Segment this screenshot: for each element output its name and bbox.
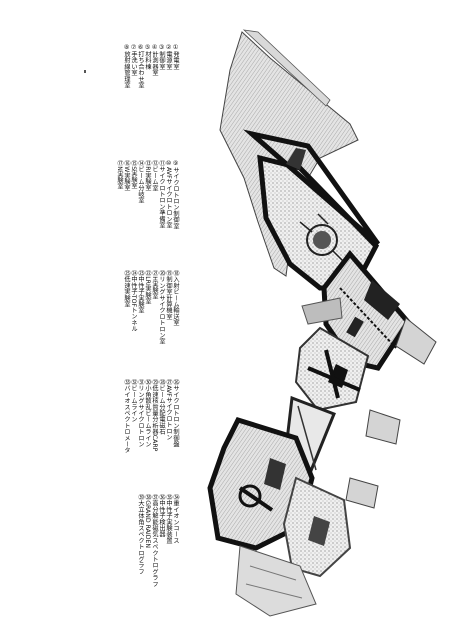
legend-item: ㉟中性子実験装置 [165,494,172,544]
legend-item: ㉓中性子実験室 [137,270,144,314]
legend-item: ⑩AVFサイクロトロン室 [165,160,172,229]
legend-item: ⑯W実験室 [123,160,130,191]
legend-item: ②電源室 [165,44,172,70]
legend-item: ⑦手洗い室 [130,44,137,76]
floor-plan-drawing [207,29,437,617]
legend-item: ⑲制御室計算機室 [165,270,172,320]
scan-speck [84,70,86,73]
legend-item: ㉘ビーム分配電磁石 [158,379,165,435]
legend-item: ⑭ビーム分岐室 [137,160,144,204]
legend-item: ⑱入射ビーム輸送室 [172,270,179,326]
bottom-annex [235,545,317,617]
legend-item: ④計測器室 [151,44,158,76]
legend-item: ㊴大立体角スペクトログラフ [137,494,144,575]
upper-wing [219,29,381,291]
legend-item: ①発電室 [172,44,179,70]
legend-item: ⑬RI実験室 [144,160,151,191]
legend-item: ⑫ビーム室 [151,160,158,191]
legend-item: ㉒LRI実験室 [144,270,151,305]
legend-item: ⑥打ち合わせ室 [137,44,144,89]
lower-wing [207,416,352,578]
legend-item: ㉛リングサイクロトロン [137,379,144,448]
legend-item: ㉕低速実験室 [123,270,130,308]
legend-item: ⑪サイクロトロン準備室 [158,160,165,229]
legend-item: ㊱中性子検出器 [158,494,165,538]
legend-item: ㉝バイオスペクトロメータ [123,379,130,454]
legend-item: ㉙低速核質量分析器CARP [151,379,158,452]
legend-item: ㉖サイクロトロン制御盤 [172,379,179,448]
legend-item: ⑳リングサイクロトロン室 [158,270,165,345]
legend-item: ㉑H実験室 [151,270,158,300]
legend-item: ㉞重イオンコース [172,494,179,544]
legend-item: ㉚小角散乱ビームライン [144,379,151,448]
legend-item: ⑨サイクロトロン制御室 [172,160,179,229]
legend-item: ㉔中性子TOFトンネル [130,270,137,332]
legend-item: ㊳GRAND RAIDEN [144,494,151,549]
side-outbuildings [345,317,437,509]
legend-item: ㉗AVFサイクロトロン [165,379,172,441]
legend-item: ⑤材料棟 [144,44,151,70]
legend-item: ㊲高分解能磁気スペクトログラフ [151,494,158,587]
legend-item: ⑰N実験室 [116,160,123,190]
legend-item: ㉜ビームライン [130,379,137,423]
legend-item: ⑮S実験室 [130,160,137,189]
legend-item: ③制御室 [158,44,165,70]
legend-item: ⑧放射線管理室 [123,44,130,89]
